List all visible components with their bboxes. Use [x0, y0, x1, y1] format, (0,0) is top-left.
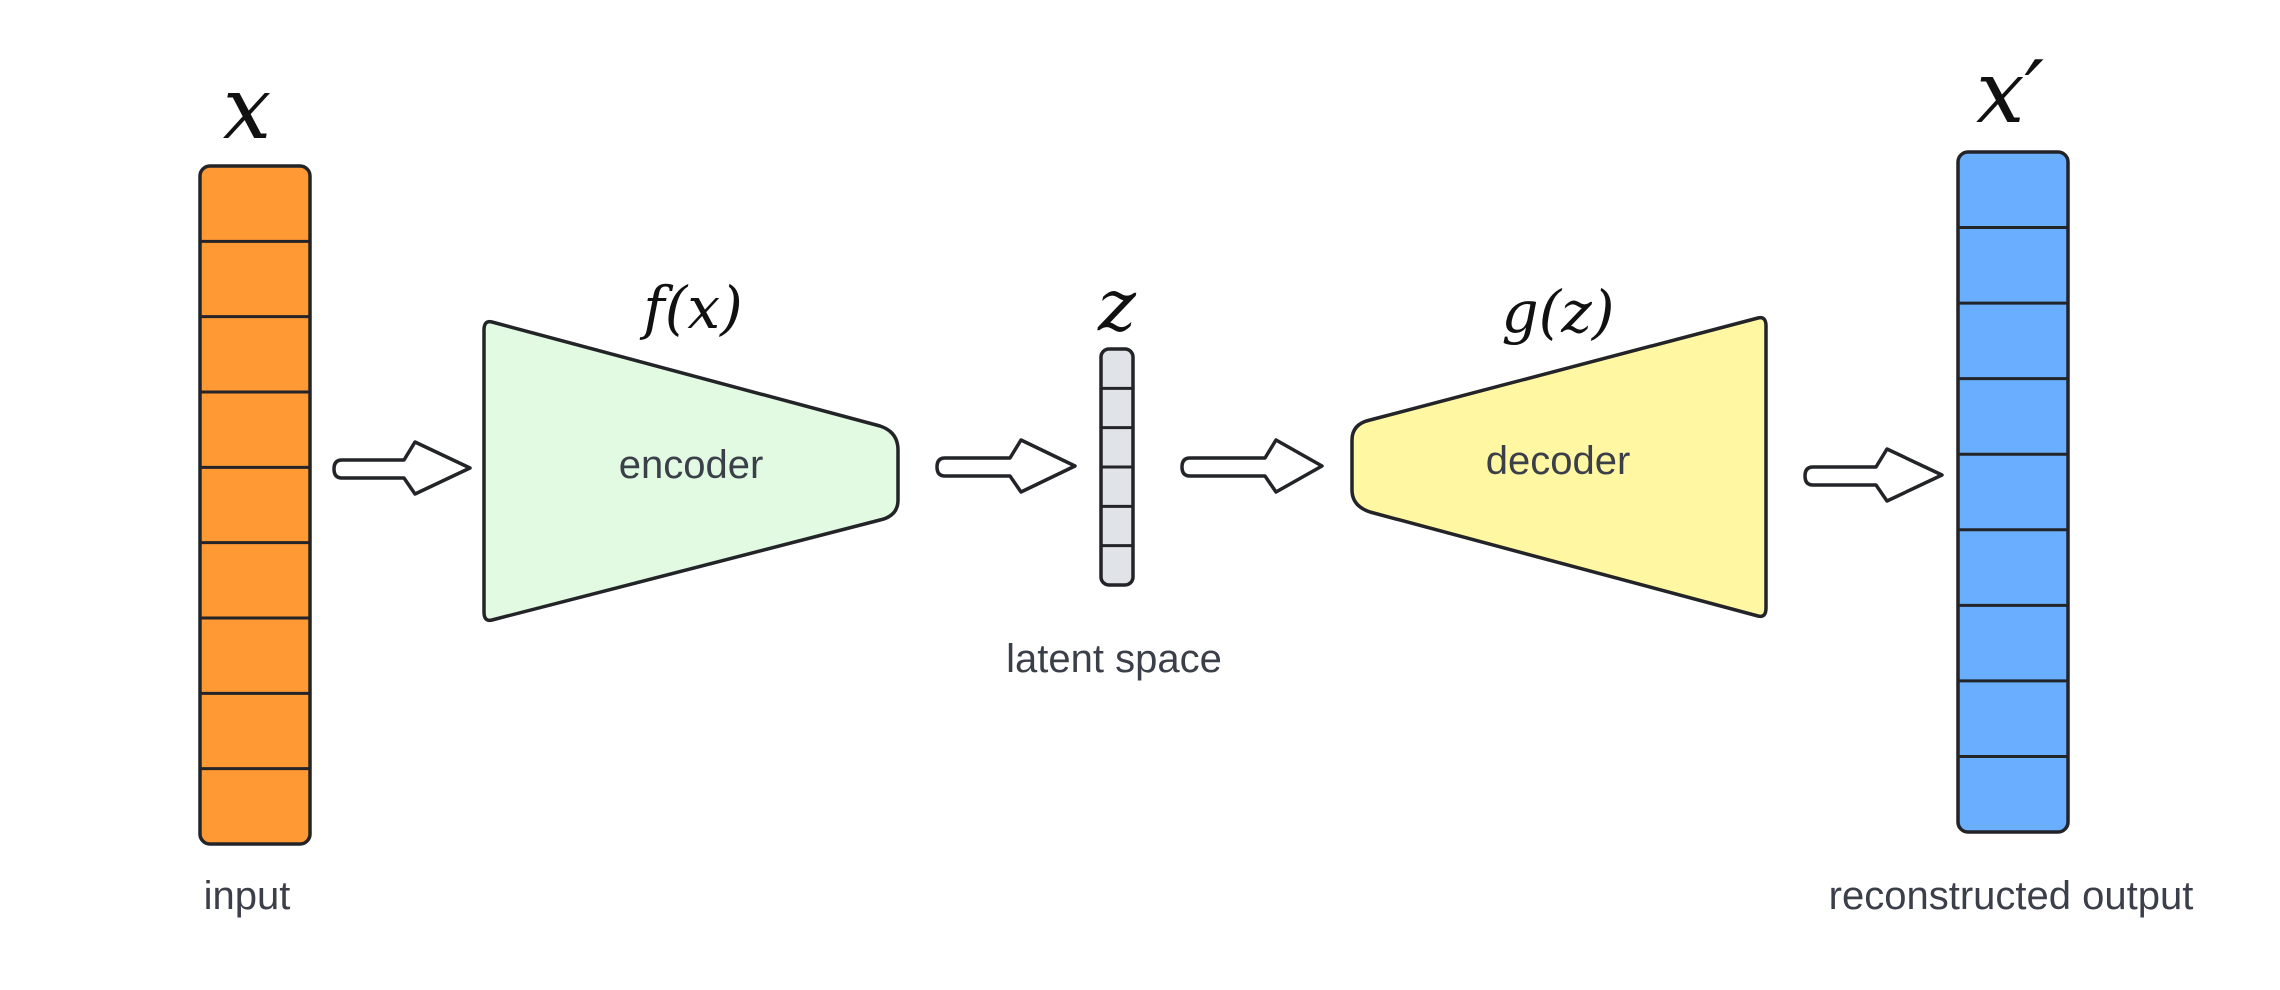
arrow-decoder-to-output [1803, 447, 1944, 503]
encoder-label: encoder [619, 443, 764, 487]
encoder-trapezoid [482, 319, 900, 623]
latent-caption: latent space [1006, 637, 1222, 681]
arrow-encoder-to-latent [935, 438, 1077, 494]
arrow-latent-to-decoder [1180, 438, 1324, 494]
input-vector-cells [200, 239, 310, 771]
latent-vector [1099, 347, 1135, 587]
decoder-function: g(z) [1502, 278, 1615, 346]
arrow-input-to-encoder [332, 440, 472, 496]
input-caption: input [204, 874, 291, 918]
decoder-label: decoder [1486, 439, 1631, 483]
output-vector-cells [1958, 226, 2068, 758]
decoder-trapezoid [1350, 315, 1768, 619]
output-symbol: x′ [1976, 43, 2044, 143]
latent-vector-cells [1101, 386, 1133, 548]
input-vector [198, 164, 312, 846]
output-vector [1956, 150, 2070, 834]
output-vector-box [1956, 150, 2070, 834]
input-vector-box [198, 164, 312, 846]
encoder-function: f(x) [639, 274, 742, 342]
output-caption: reconstructed output [1829, 874, 2194, 918]
input-symbol: x [223, 59, 272, 159]
latent-symbol: z [1097, 263, 1137, 347]
